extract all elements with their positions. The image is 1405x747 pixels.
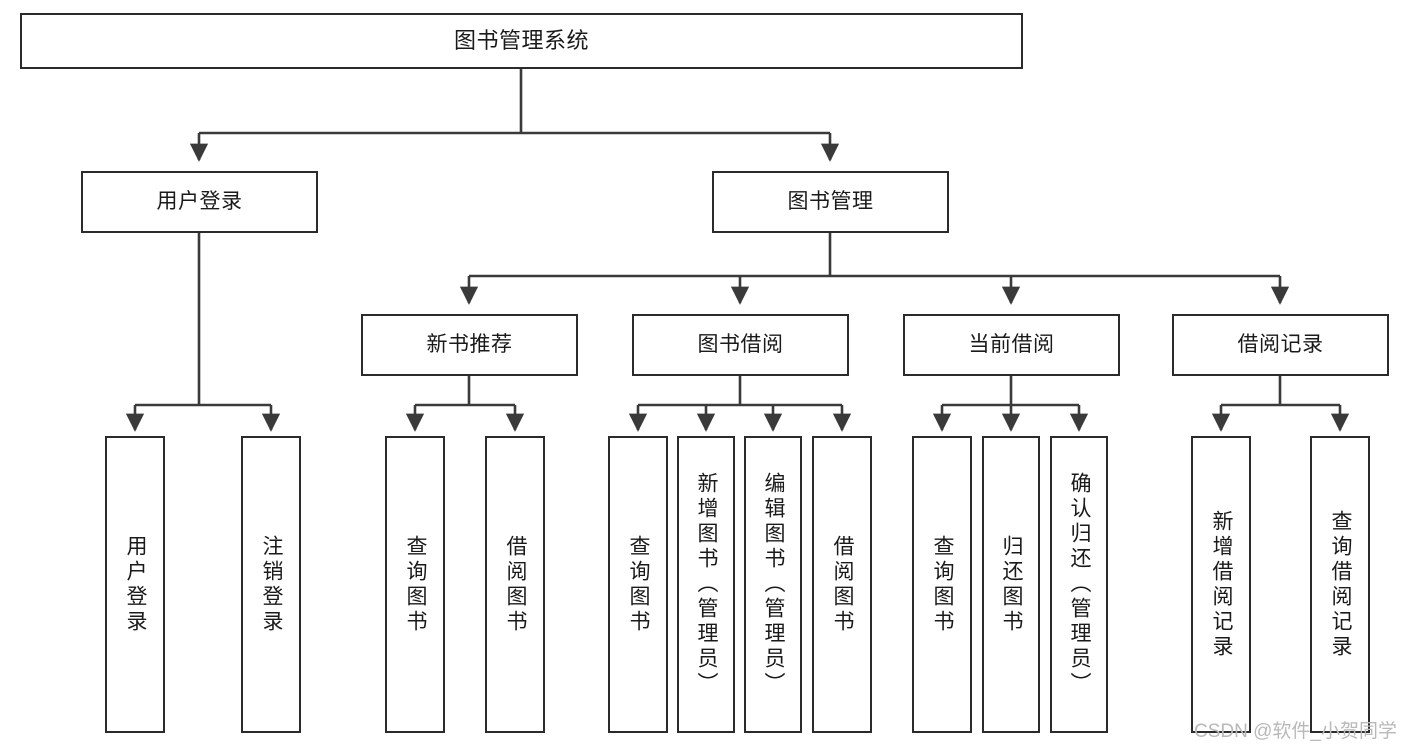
node-current-borrow[interactable]: 当前借阅 <box>903 314 1120 376</box>
node-label: 归还图书 <box>1000 534 1024 635</box>
leaf-query-book-current[interactable]: 查询图书 <box>912 436 972 733</box>
node-label: 新增借阅记录 <box>1210 509 1234 660</box>
node-label: 新书推荐 <box>426 332 513 356</box>
node-label: 图书借阅 <box>697 332 784 356</box>
node-book-manage[interactable]: 图书管理 <box>712 171 949 233</box>
node-root-system[interactable]: 图书管理系统 <box>20 13 1023 69</box>
leaf-query-borrow-record[interactable]: 查询借阅记录 <box>1310 436 1370 733</box>
node-label: 查询图书 <box>404 534 428 635</box>
leaf-return-book[interactable]: 归还图书 <box>982 436 1040 733</box>
leaf-edit-book[interactable]: 编辑图书（管理员） <box>744 436 802 733</box>
leaf-query-book-borrow[interactable]: 查询图书 <box>608 436 668 733</box>
node-label: 确认归还（管理员） <box>1068 472 1092 697</box>
leaf-borrow-book-recommend[interactable]: 借阅图书 <box>485 436 545 733</box>
leaf-add-borrow-record[interactable]: 新增借阅记录 <box>1191 436 1251 733</box>
node-label: 查询图书 <box>627 534 651 635</box>
leaf-logout-login[interactable]: 注销登录 <box>241 436 301 733</box>
node-label: 编辑图书（管理员） <box>762 472 786 697</box>
node-label: 新增图书（管理员） <box>695 472 719 697</box>
node-label: 借阅图书 <box>831 534 855 635</box>
node-label: 注销登录 <box>260 534 284 635</box>
leaf-query-book-recommend[interactable]: 查询图书 <box>385 436 445 733</box>
node-book-borrow[interactable]: 图书借阅 <box>632 314 849 376</box>
node-new-book-recommend[interactable]: 新书推荐 <box>361 314 578 376</box>
node-label: 图书管理系统 <box>453 28 589 54</box>
node-label: 用户登录 <box>156 189 243 213</box>
leaf-borrow-book[interactable]: 借阅图书 <box>812 436 872 733</box>
node-label: 借阅图书 <box>504 534 528 635</box>
leaf-add-book[interactable]: 新增图书（管理员） <box>677 436 735 733</box>
node-label: 查询图书 <box>931 534 955 635</box>
csdn-watermark: CSDN @软件_小贺同学 <box>1194 721 1397 742</box>
node-user-login[interactable]: 用户登录 <box>81 171 318 233</box>
leaf-confirm-return[interactable]: 确认归还（管理员） <box>1050 436 1108 733</box>
node-label: 当前借阅 <box>968 332 1055 356</box>
leaf-user-login[interactable]: 用户登录 <box>105 436 165 733</box>
node-label: 图书管理 <box>787 189 874 213</box>
node-label: 查询借阅记录 <box>1329 509 1353 660</box>
node-label: 借阅记录 <box>1237 332 1324 356</box>
node-label: 用户登录 <box>124 534 148 635</box>
node-borrow-record[interactable]: 借阅记录 <box>1172 314 1389 376</box>
